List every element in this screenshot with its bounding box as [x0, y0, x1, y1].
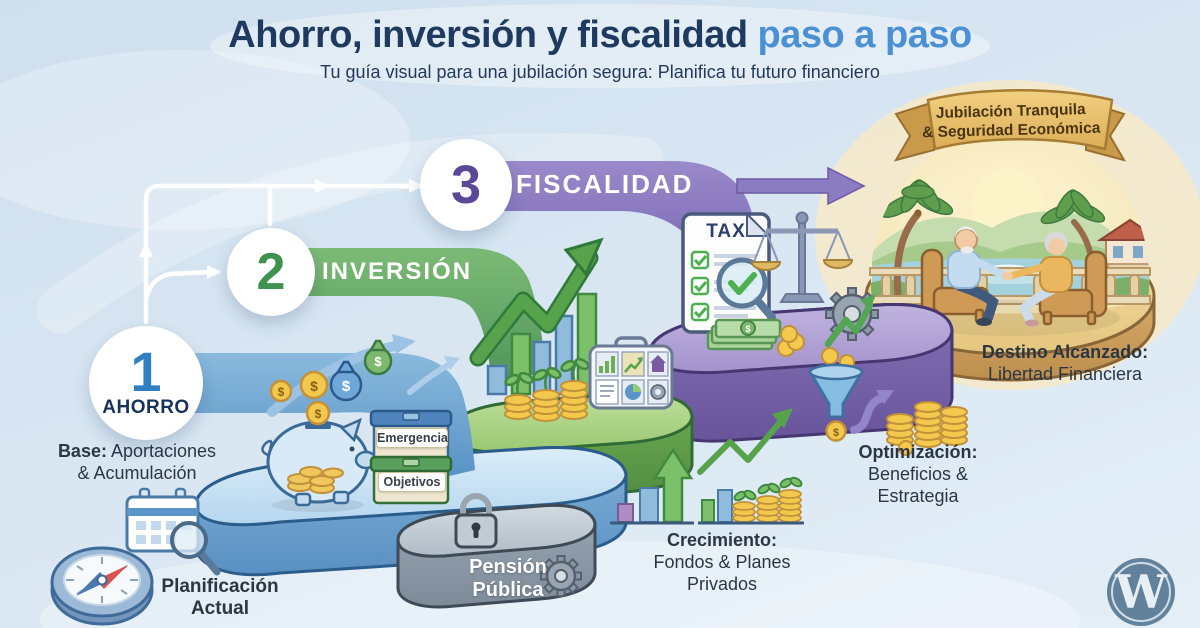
caption-optimizacion-line2: Beneficios & [867, 464, 969, 484]
slot-coin-dollar: $ [315, 407, 322, 421]
page-title-accent: paso a paso [757, 14, 973, 56]
fiscalidad-to-goal-arrow [736, 166, 866, 206]
ribbon-fiscalidad [460, 161, 770, 318]
caption-crecimiento-bold: Crecimiento: [666, 530, 778, 550]
caption-base-rest: Aportaciones [106, 441, 217, 461]
panel-linechart-icon [624, 357, 643, 373]
banner-line2: & Seguridad Económica [921, 119, 1101, 142]
emergency-box-label: Emergencia [376, 428, 448, 448]
panel-pie-icon [625, 384, 641, 400]
tax-label: TAX [706, 221, 746, 242]
caption-optimizacion-line3: Estrategia [877, 486, 959, 506]
banner-text: Jubilación Tranquila & Seguridad Económi… [914, 99, 1109, 142]
step-circle-fiscalidad: 3 [420, 139, 512, 231]
retired-couple [900, 226, 1120, 336]
caption-destino: Destino Alcanzado: Libertad Financiera [958, 341, 1172, 385]
caption-base-bold: Base: [57, 441, 107, 461]
panel-document-icon [600, 385, 614, 397]
pension-gear-icon [540, 555, 582, 597]
funnel-coin-dollar: $ [833, 427, 839, 439]
growth-zigzag-arrow [469, 237, 604, 367]
ribbon-label-fiscalidad: FISCALIDAD [516, 169, 694, 199]
growth-chart-right [697, 408, 804, 525]
step-number-2: 2 [256, 242, 286, 301]
step-circle-inversion: 2 [227, 228, 315, 316]
caption-base-line2: & Acumulación [77, 463, 197, 483]
caption-planificacion: Planificación Actual [130, 576, 310, 620]
magnifier-icon [170, 521, 221, 576]
panel-house-icon [650, 355, 666, 372]
caption-planificacion-line2: Actual [190, 598, 250, 619]
banner-line1: Jubilación Tranquila [935, 101, 1086, 122]
optimization-s-arrow [850, 390, 894, 434]
padlock-icon [454, 493, 498, 549]
caption-optimizacion: Optimización: Beneficios & Estrategia [826, 441, 1010, 507]
caption-pension: Pensión Pública [443, 556, 573, 602]
ribbon-ahorro [160, 353, 475, 484]
step-number-3: 3 [450, 154, 482, 215]
compass-icon [50, 546, 154, 626]
coin-stacks-with-plants [504, 357, 590, 422]
flow-connector-arrows [139, 179, 424, 325]
caption-crecimiento-line2: Fondos & Planes [653, 552, 791, 572]
caption-base: Base: Aportaciones & Acumulación [28, 440, 246, 484]
tax-gear-arrow-icon [824, 287, 879, 348]
funnel-icon: $ [807, 347, 865, 442]
money-bag-green-icon: $ [363, 339, 393, 376]
wordpress-letter: W [1114, 565, 1168, 619]
caption-optimizacion-bold: Optimización: [858, 442, 978, 462]
woman-armchair [1038, 250, 1108, 326]
caption-destino-bold: Destino Alcanzado: [981, 342, 1149, 362]
cash-icon: $ [706, 318, 805, 357]
bag-dollar: $ [342, 378, 351, 395]
floating-coins: $ $ [269, 370, 329, 403]
woman-figure [1005, 231, 1073, 327]
goals-box-label: Objetivos [378, 472, 446, 492]
palm-tree-left [881, 179, 954, 300]
step-circle-ahorro: 1 AHORRO [89, 326, 203, 440]
bag-dollar: $ [374, 354, 382, 369]
ribbon-label-inversion: INVERSIÓN [322, 258, 473, 285]
caption-planificacion-line1: Planificación [161, 576, 279, 597]
growth-chart-left [610, 447, 694, 525]
caption-crecimiento-line3: Privados [686, 574, 758, 594]
step-number-1: 1 [130, 339, 162, 403]
bill-dollar: $ [745, 324, 750, 334]
panel-bars-icon [599, 356, 615, 373]
caption-pension-line2: Pública [472, 579, 544, 601]
wordpress-logo: W [1107, 558, 1175, 626]
page-title-main: Ahorro, inversión y fiscalidad [228, 14, 748, 56]
caption-crecimiento: Crecimiento: Fondos & Planes Privados [622, 529, 822, 595]
audit-magnifier-icon [716, 257, 776, 321]
coin-dollar: $ [310, 378, 318, 394]
coin-dollar: $ [278, 385, 285, 399]
panel-gear-icon [650, 384, 666, 400]
money-bag-blue-icon: $ [329, 360, 363, 402]
portfolio-briefcase-panel [588, 336, 674, 410]
ribbon-inversion [268, 248, 546, 384]
page-subtitle: Tu guía visual para una jubilación segur… [320, 62, 880, 82]
caption-destino-line2: Libertad Financiera [987, 364, 1143, 384]
step-label-ahorro: AHORRO [102, 397, 190, 419]
optimization-coin-stacks [886, 401, 968, 456]
balance-scales-icon [750, 211, 854, 303]
caption-pension-line1: Pensión [469, 556, 547, 578]
banner-ribbon [893, 89, 1127, 162]
piggy-bank-icon: $ [261, 400, 378, 512]
